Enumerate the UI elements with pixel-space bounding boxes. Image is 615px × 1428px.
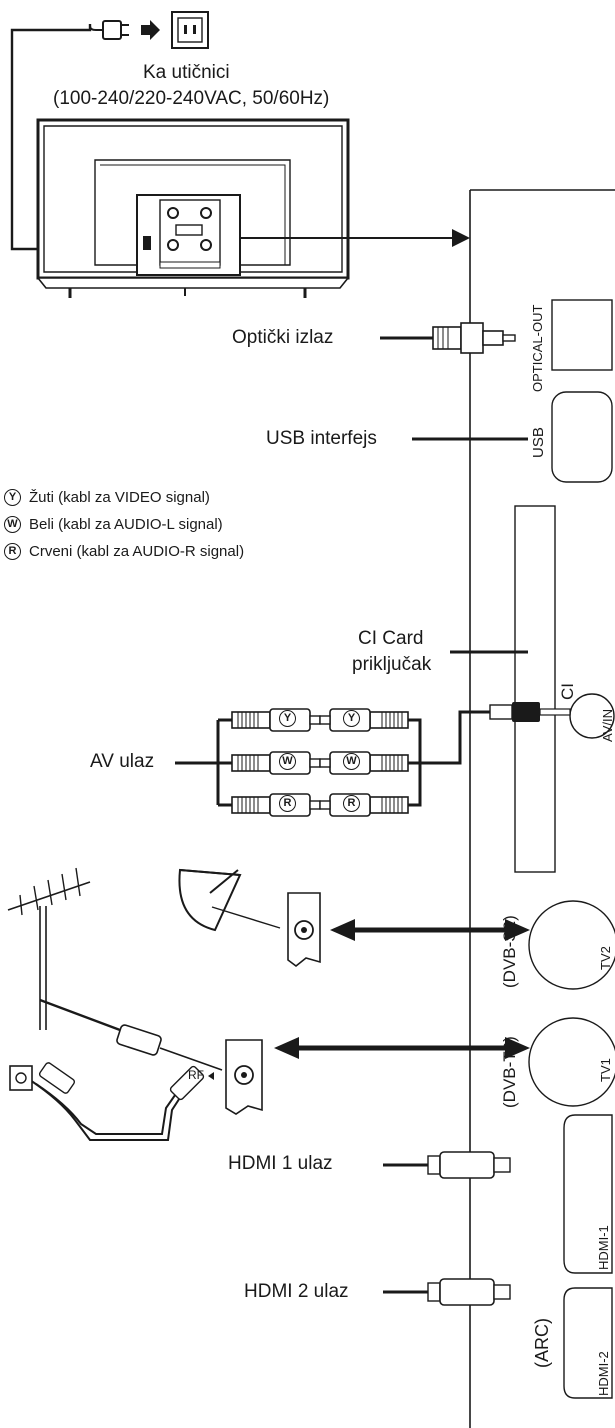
optical-label: Optički izlaz bbox=[232, 327, 334, 348]
legend-text-y: Žuti (kabl za VIDEO signal) bbox=[29, 489, 210, 506]
arrow-icon bbox=[452, 229, 470, 247]
power-label-line1: Ka utičnici bbox=[143, 62, 230, 83]
panel-label-arc: (ARC) bbox=[532, 1318, 552, 1368]
satellite-connector bbox=[287, 892, 321, 968]
panel-label-av-in: AV/IN bbox=[600, 709, 615, 742]
plug-badge-w: W bbox=[279, 753, 296, 770]
optical-cable bbox=[380, 322, 516, 354]
legend-badge-r: R bbox=[4, 543, 21, 560]
rf-cable bbox=[9, 1024, 223, 1141]
legend-text-w: Beli (kabl za AUDIO-L signal) bbox=[29, 516, 223, 533]
hdmi2-cable bbox=[383, 1278, 511, 1306]
panel-label-dvb-s2: (DVB-S2) bbox=[500, 915, 519, 988]
tv1-port bbox=[528, 1017, 615, 1107]
ci-card-label-line1: CI Card bbox=[358, 628, 424, 649]
usb-label: USB interfejs bbox=[266, 428, 377, 449]
legend-item-y: Y Žuti (kabl za VIDEO signal) bbox=[4, 489, 210, 506]
legend-item-r: R Crveni (kabl za AUDIO-R signal) bbox=[4, 543, 244, 560]
arrow-icon bbox=[141, 20, 160, 40]
panel-label-tv2: TV2 bbox=[598, 946, 613, 970]
panel-label-optical-out: OPTICAL-OUT bbox=[530, 304, 545, 392]
usb-port bbox=[551, 391, 613, 483]
legend-text-r: Crveni (kabl za AUDIO-R signal) bbox=[29, 543, 245, 560]
rf-connector bbox=[208, 1039, 263, 1115]
rf-label: RF bbox=[188, 1068, 204, 1082]
tv2-port bbox=[528, 900, 615, 990]
plug-badge-y: Y bbox=[279, 710, 296, 727]
av-in-label: AV ulaz bbox=[90, 751, 155, 772]
tv-back-illustration bbox=[36, 118, 350, 298]
legend-badge-y: Y bbox=[4, 489, 21, 506]
satellite-dish-icon bbox=[178, 868, 281, 932]
power-label-line2: (100-240/220-240VAC, 50/60Hz) bbox=[53, 88, 330, 109]
panel-label-usb: USB bbox=[530, 427, 547, 458]
panel-label-tv1: TV1 bbox=[598, 1058, 613, 1082]
legend-badge-w: W bbox=[4, 516, 21, 533]
plug-badge-y: Y bbox=[343, 710, 360, 727]
legend-item-w: W Beli (kabl za AUDIO-L signal) bbox=[4, 516, 223, 533]
optical-port bbox=[551, 299, 613, 371]
power-plug-icon bbox=[89, 20, 129, 40]
av-in-port bbox=[569, 693, 615, 739]
hdmi2-label: HDMI 2 ulaz bbox=[244, 1281, 349, 1302]
antenna-icon bbox=[7, 867, 146, 1042]
plug-badge-r: R bbox=[343, 795, 360, 812]
plug-badge-r: R bbox=[279, 795, 296, 812]
double-arrow-icon bbox=[330, 919, 530, 941]
side-panel bbox=[469, 189, 615, 1428]
ci-card-slot bbox=[514, 505, 556, 873]
panel-label-hdmi-2: HDMI-2 bbox=[596, 1351, 611, 1396]
ci-card-label-line2: priključak bbox=[352, 654, 432, 675]
hdmi1-port bbox=[563, 1114, 613, 1274]
panel-label-ci: CI bbox=[558, 683, 577, 700]
panel-label-hdmi-1: HDMI-1 bbox=[596, 1225, 611, 1270]
av-cables bbox=[175, 702, 571, 817]
hdmi1-label: HDMI 1 ulaz bbox=[228, 1153, 333, 1174]
hdmi2-port bbox=[563, 1287, 613, 1399]
panel-label-dvb-t2: (DVB-T2) bbox=[500, 1036, 519, 1108]
hdmi1-cable bbox=[383, 1151, 511, 1179]
plug-badge-w: W bbox=[343, 753, 360, 770]
double-arrow-icon bbox=[274, 1037, 530, 1059]
wall-outlet-icon bbox=[171, 11, 209, 49]
